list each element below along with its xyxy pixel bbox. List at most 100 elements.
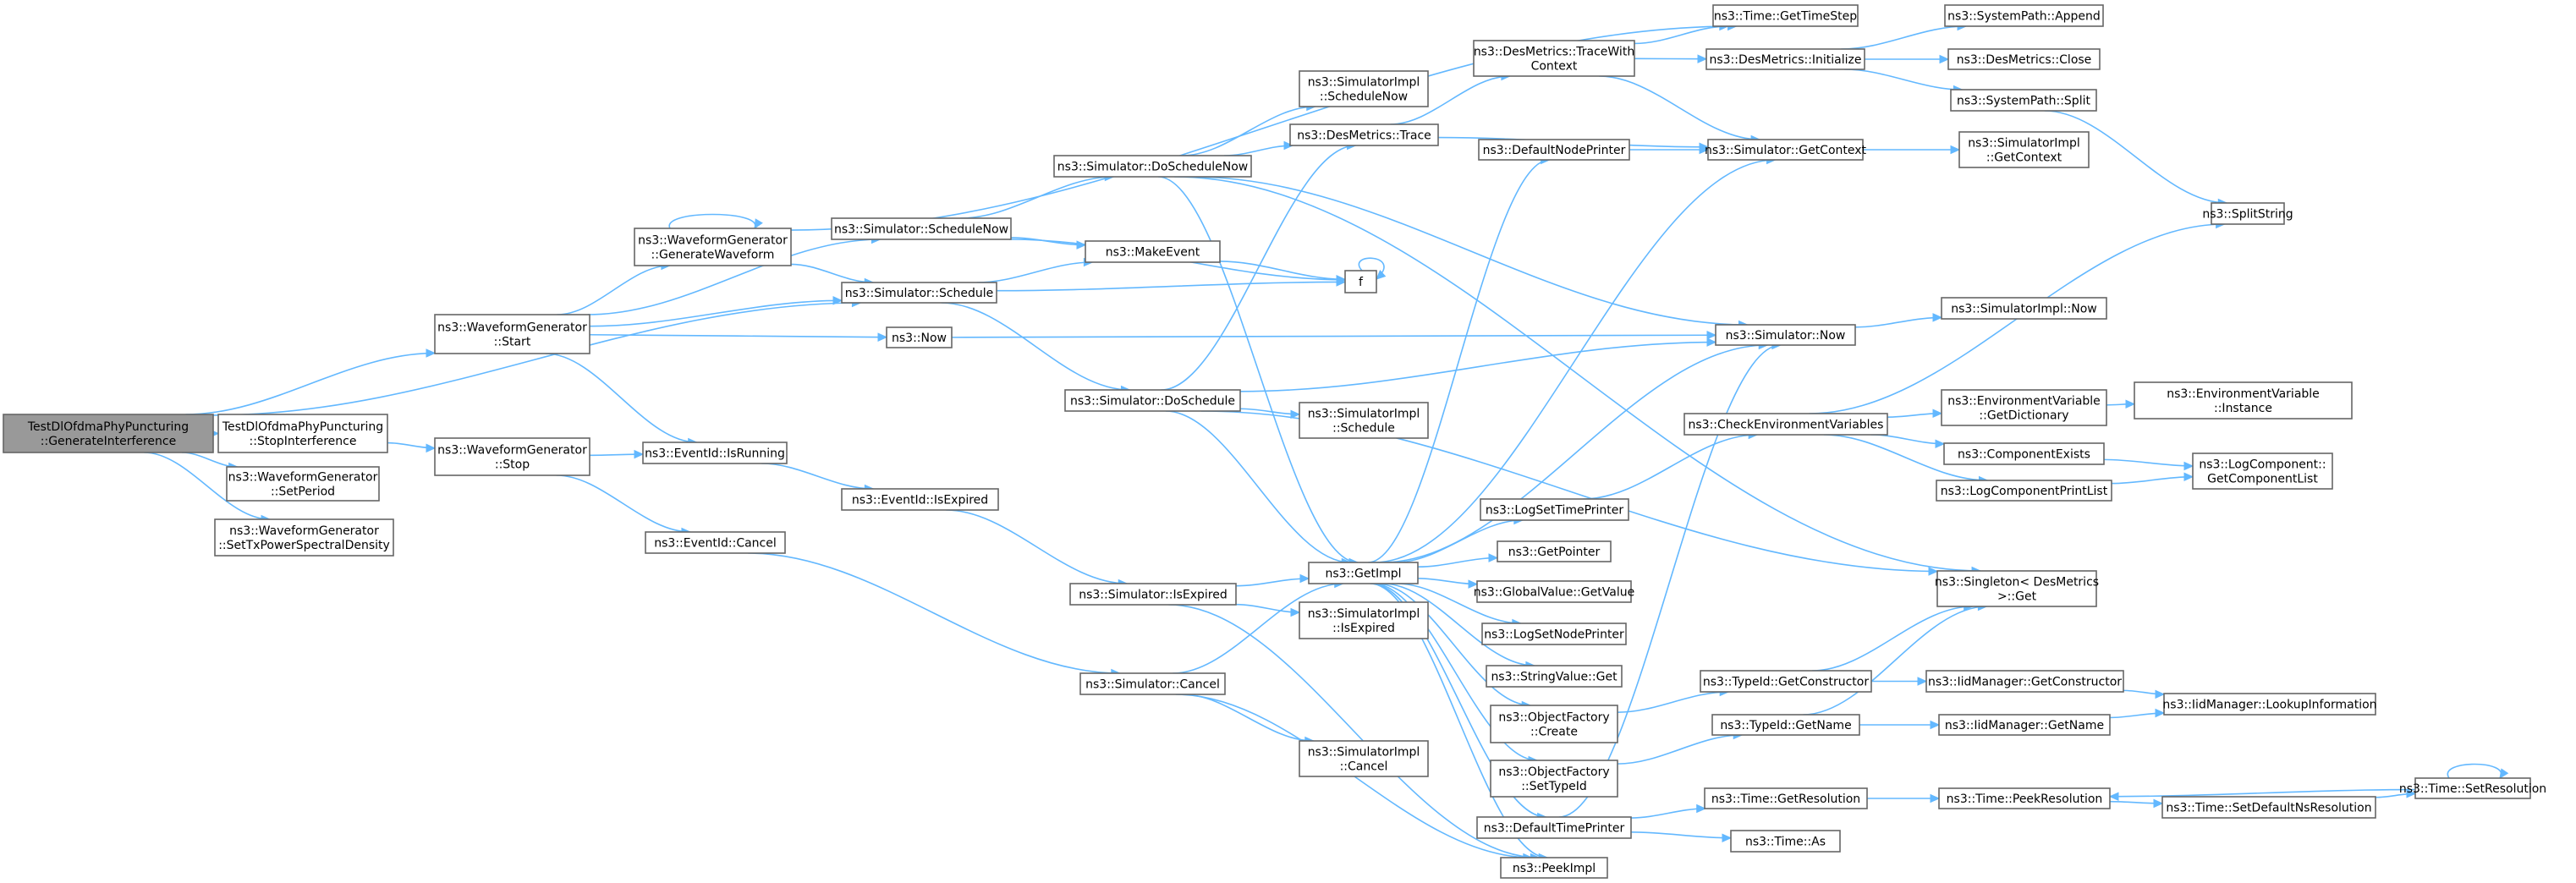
node-of-create[interactable]: ns3::ObjectFactory::Create xyxy=(1490,705,1618,743)
node-sp-append[interactable]: ns3::SystemPath::Append xyxy=(1944,4,2104,27)
node-box xyxy=(2134,381,2353,420)
node-sim-cancel[interactable]: ns3::Simulator::Cancel xyxy=(1079,672,1226,695)
node-label: ns3::DesMetrics::Close xyxy=(1957,53,2092,67)
node-box xyxy=(2211,202,2285,225)
node-do-schedule[interactable]: ns3::Simulator::DoSchedule xyxy=(1064,389,1241,412)
arrowhead xyxy=(426,443,437,453)
node-time-set-res[interactable]: ns3::Time::SetResolution xyxy=(2399,777,2546,799)
node-wg-start[interactable]: ns3::WaveformGenerator::Start xyxy=(434,314,590,354)
node-impl-schedule[interactable]: ns3::SimulatorImpl::Schedule xyxy=(1299,402,1429,439)
node-gen-wave[interactable]: ns3::WaveformGenerator::GenerateWaveform xyxy=(634,228,792,266)
node-impl-get-context[interactable]: ns3::SimulatorImpl::GetContext xyxy=(1958,131,2090,168)
node-box xyxy=(1958,131,2090,168)
node-make-event[interactable]: ns3::MakeEvent xyxy=(1085,240,1221,263)
node-stop-int[interactable]: TestDlOfdmaPhyPuncturing::StopInterferen… xyxy=(217,414,388,453)
node-now[interactable]: ns3::Now xyxy=(886,326,953,348)
node-label: ns3::SystemPath::Append xyxy=(1947,10,2101,24)
node-comp-exists[interactable]: ns3::ComponentExists xyxy=(1943,442,2105,465)
edge-wg_start-to-sim_schedule xyxy=(589,296,843,327)
arrowhead xyxy=(1076,240,1087,250)
edge-iid_get_ctor-to-iid_lookup xyxy=(2123,689,2166,699)
node-singleton-get[interactable]: ns3::Singleton< DesMetrics>::Get xyxy=(1935,570,2099,607)
node-log-set-time-printer[interactable]: ns3::LogSetTimePrinter xyxy=(1480,498,1629,521)
node-impl-sched-now[interactable]: ns3::SimulatorImpl::ScheduleNow xyxy=(1299,70,1429,107)
node-f[interactable]: f xyxy=(1344,270,1377,293)
arrowhead xyxy=(1283,140,1294,151)
node-sim-get-context[interactable]: ns3::Simulator::GetContext xyxy=(1705,139,1867,161)
node-typeid-get-name[interactable]: ns3::TypeId::GetName xyxy=(1711,714,1860,736)
node-of-set-type[interactable]: ns3::ObjectFactory::SetTypeId xyxy=(1490,760,1618,798)
node-get-pointer[interactable]: ns3::GetPointer xyxy=(1497,540,1612,562)
node-box xyxy=(1683,413,1888,436)
node-root[interactable]: TestDlOfdmaPhyPuncturing::GenerateInterf… xyxy=(3,414,214,453)
node-label: ns3::LogSetNodePrinter xyxy=(1484,628,1624,642)
node-set-tx[interactable]: ns3::WaveformGenerator::SetTxPowerSpectr… xyxy=(214,518,394,557)
node-log-comp-print[interactable]: ns3::LogComponentPrintList xyxy=(1936,480,2112,502)
node-impl-now[interactable]: ns3::SimulatorImpl::Now xyxy=(1941,297,2107,320)
node-box xyxy=(2163,693,2376,716)
edge-des_trace_ctx-to-des_init xyxy=(1634,54,1708,63)
node-eid-running[interactable]: ns3::EventId::IsRunning xyxy=(642,442,788,464)
node-typeid-get-ctor[interactable]: ns3::TypeId::GetConstructor xyxy=(1700,670,1872,693)
edge-eid_expired-to-sim_is_expired xyxy=(946,509,1129,589)
arrowhead xyxy=(1932,409,1943,419)
node-string-value-get[interactable]: ns3::StringValue::Get xyxy=(1486,665,1623,688)
node-peek-impl[interactable]: ns3::PeekImpl xyxy=(1500,857,1608,879)
arrowhead xyxy=(832,296,843,305)
edge-gen_wave-to-gen_wave xyxy=(668,213,763,230)
node-box xyxy=(1308,562,1419,584)
node-eid-expired[interactable]: ns3::EventId::IsExpired xyxy=(841,488,999,511)
node-label: ns3::Singleton< DesMetrics xyxy=(1935,576,2099,590)
node-des-init[interactable]: ns3::DesMetrics::Initialize xyxy=(1705,48,1865,70)
node-time-as[interactable]: ns3::Time::As xyxy=(1730,830,1841,853)
node-log-set-node-printer[interactable]: ns3::LogSetNodePrinter xyxy=(1481,622,1627,645)
edge-sim_schedule-to-f xyxy=(996,277,1347,292)
node-box xyxy=(634,228,792,266)
node-label: ::GenerateInterference xyxy=(41,435,176,448)
node-do-sched-now[interactable]: ns3::Simulator::DoScheduleNow xyxy=(1053,155,1252,178)
node-set-period[interactable]: ns3::WaveformGenerator::SetPeriod xyxy=(226,466,380,502)
node-env-get-dict[interactable]: ns3::EnvironmentVariable::GetDictionary xyxy=(1941,389,2107,426)
node-label: ns3::Time::As xyxy=(1745,836,1826,849)
node-default-time-printer[interactable]: ns3::DefaultTimePrinter xyxy=(1476,816,1632,839)
node-des-close[interactable]: ns3::DesMetrics::Close xyxy=(1947,48,2101,70)
node-box xyxy=(1478,139,1630,161)
node-time-peek-res[interactable]: ns3::Time::PeekResolution xyxy=(1938,787,2111,809)
node-sp-split[interactable]: ns3::SystemPath::Split xyxy=(1950,89,2097,112)
arrowhead xyxy=(2499,768,2509,780)
node-default-node-printer[interactable]: ns3::DefaultNodePrinter xyxy=(1478,139,1630,161)
node-iid-get-ctor[interactable]: ns3::IidManager::GetConstructor xyxy=(1925,670,2124,693)
node-box xyxy=(1707,139,1864,161)
node-sim-now[interactable]: ns3::Simulator::Now xyxy=(1715,324,1856,346)
node-split-string[interactable]: ns3::SplitString xyxy=(2202,202,2293,225)
node-des-trace[interactable]: ns3::DesMetrics::Trace xyxy=(1289,123,1439,146)
node-env-instance[interactable]: ns3::EnvironmentVariable::Instance xyxy=(2134,381,2353,420)
node-wg-stop[interactable]: ns3::WaveformGenerator::Stop xyxy=(434,437,590,476)
node-impl-is-expired[interactable]: ns3::SimulatorImpl::IsExpired xyxy=(1299,601,1429,639)
node-log-get-comp-list[interactable]: ns3::LogComponent::GetComponentList xyxy=(2192,452,2333,490)
node-time-get-res[interactable]: ns3::Time::GetResolution xyxy=(1704,787,1868,809)
node-label: ::Instance xyxy=(2214,402,2272,415)
node-get-impl[interactable]: ns3::GetImpl xyxy=(1308,562,1419,584)
node-label: ns3::IidManager::LookupInformation xyxy=(2162,699,2376,712)
node-sim-schedule[interactable]: ns3::Simulator::Schedule xyxy=(841,282,997,304)
node-label: ns3::EventId::IsExpired xyxy=(852,494,988,507)
edge-wg_start-to-now xyxy=(589,332,888,342)
node-label: ::Stop xyxy=(495,458,530,472)
node-time-get-step[interactable]: ns3::Time::GetTimeStep xyxy=(1712,4,1859,27)
node-impl-cancel[interactable]: ns3::SimulatorImpl::Cancel xyxy=(1299,740,1429,777)
edge-check_env-to-env_get_dict xyxy=(1887,409,1943,419)
node-label: f xyxy=(1359,276,1364,289)
node-sim-sched-now[interactable]: ns3::Simulator::ScheduleNow xyxy=(831,217,1012,240)
node-iid-lookup[interactable]: ns3::IidManager::LookupInformation xyxy=(2162,693,2377,716)
node-eid-cancel[interactable]: ns3::EventId::Cancel xyxy=(645,531,786,554)
node-box xyxy=(841,488,999,511)
node-sim-is-expired[interactable]: ns3::Simulator::IsExpired xyxy=(1069,583,1237,606)
node-gv-get-value[interactable]: ns3::GlobalValue::GetValue xyxy=(1474,580,1634,603)
node-box xyxy=(1490,760,1618,798)
node-iid-get-name[interactable]: ns3::IidManager::GetName xyxy=(1938,714,2111,736)
node-time-set-default[interactable]: ns3::Time::SetDefaultNsResolution xyxy=(2161,796,2376,819)
node-check-env[interactable]: ns3::CheckEnvironmentVariables xyxy=(1683,413,1888,436)
